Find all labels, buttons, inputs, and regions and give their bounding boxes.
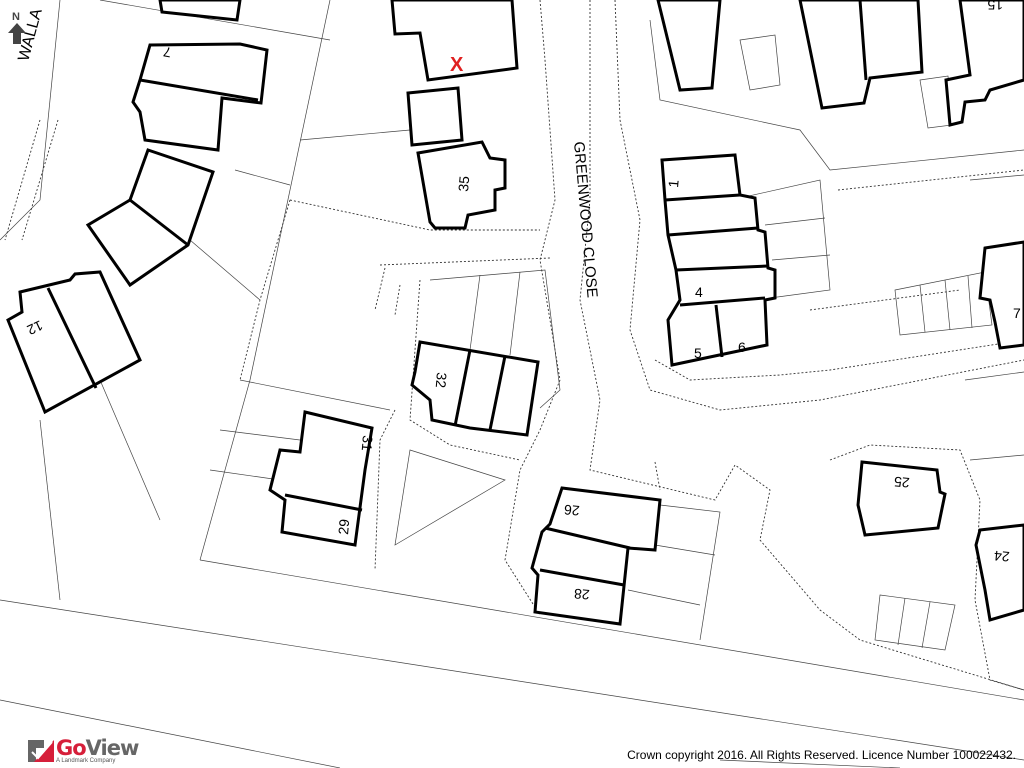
- building: [978, 240, 1024, 350]
- building: [406, 86, 464, 147]
- house-number: 28: [573, 586, 590, 603]
- building: [656, 0, 722, 92]
- building: [390, 0, 519, 82]
- building: [268, 410, 374, 547]
- house-number: 32: [433, 372, 450, 389]
- building: [974, 523, 1024, 622]
- house-number: 31: [359, 435, 376, 452]
- building: [131, 42, 269, 152]
- building: [158, 0, 242, 22]
- street-label-greenwood-close: GREENWOOD CLOSE: [570, 141, 601, 299]
- house-number: 12: [24, 317, 45, 338]
- house-number: 5: [694, 345, 702, 361]
- building: [660, 153, 777, 367]
- building: [530, 486, 662, 626]
- house-number: 35: [455, 175, 472, 192]
- logo-tagline: A Landmark Company: [56, 758, 116, 764]
- house-number-labels: 7 12 35 1 4 5 6 32 31 29 26 28 25 24 7 1…: [24, 0, 1021, 603]
- goview-logo: GoView A Landmark Company: [28, 736, 140, 764]
- house-number: 4: [695, 284, 703, 300]
- house-number: 26: [563, 502, 580, 519]
- building: [944, 0, 1024, 127]
- road-edges: [4, 0, 1024, 691]
- house-number: 7: [1013, 305, 1021, 321]
- building: [416, 140, 507, 230]
- house-number: 1: [665, 179, 682, 188]
- building: [410, 340, 540, 437]
- house-number: 7: [162, 44, 173, 61]
- logo-view: View: [85, 736, 140, 760]
- building: [856, 460, 947, 537]
- house-number: 25: [893, 474, 910, 491]
- house-number: 24: [993, 548, 1010, 565]
- logo-go: Go: [56, 736, 87, 760]
- north-arrow-icon: N: [8, 11, 26, 44]
- house-number: 29: [335, 518, 352, 535]
- logo-mark-icon: [28, 740, 54, 762]
- house-number: 6: [738, 339, 746, 355]
- site-marker: X: [450, 54, 464, 76]
- copyright-notice: Crown copyright 2016. All Rights Reserve…: [627, 748, 1016, 762]
- svg-text:N: N: [12, 11, 20, 23]
- building: [798, 0, 924, 110]
- house-number: 15: [987, 0, 1003, 13]
- buildings: [6, 0, 1024, 626]
